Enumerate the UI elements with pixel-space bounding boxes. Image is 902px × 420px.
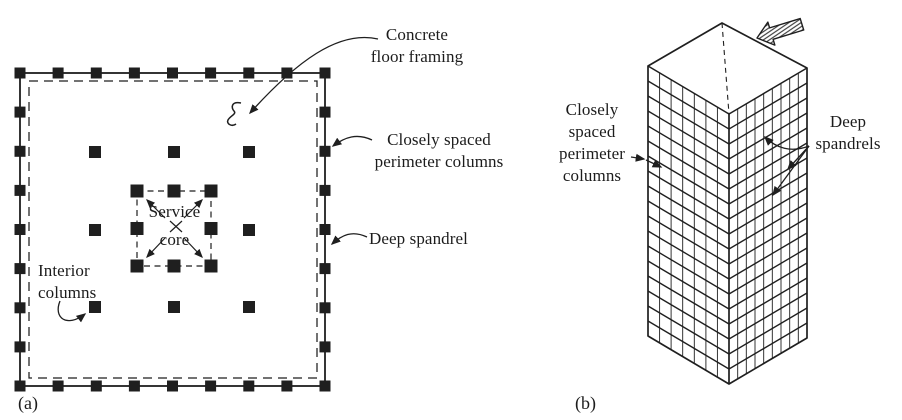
label-closely-spaced-perimeter-b: Closely spaced perimeter columns	[558, 100, 626, 185]
leader-concrete-floor-framing	[249, 36, 379, 115]
label-service-core: Service core	[148, 202, 201, 249]
leader-deep-spandrels-upper	[763, 135, 810, 150]
floor-break-squiggle-icon	[226, 101, 242, 126]
label-closely-spaced-perimeter-a: Closely spaced perimeter columns	[374, 130, 504, 171]
label-concrete-floor-framing: Concrete floor framing	[370, 25, 464, 66]
label-deep-spandrel: Deep spandrel	[369, 229, 469, 248]
core-diagonal-arrows	[146, 199, 203, 258]
leader-perimeter-columns-b-1	[630, 153, 646, 162]
core-center-x-mark	[169, 220, 183, 233]
leader-perimeter-columns-b-2	[645, 159, 663, 168]
core-arrow-bottom-left	[146, 237, 166, 258]
wind-load-arrow-icon	[756, 17, 805, 46]
leader-deep-spandrel	[330, 233, 368, 245]
core-columns	[130, 184, 218, 273]
leader-closely-spaced-perimeter	[331, 135, 373, 147]
plan-leader-lines	[57, 36, 379, 323]
iso-leader-lines	[630, 135, 810, 197]
caption-panel-a: (a)	[18, 393, 38, 413]
caption-panel-b: (b)	[575, 393, 596, 413]
plan-view-drawing	[14, 36, 379, 392]
perimeter-columns	[14, 67, 331, 392]
building-outline	[647, 22, 808, 385]
leader-deep-spandrels-lower	[772, 145, 810, 197]
label-interior-columns: Interior columns	[38, 261, 97, 302]
core-arrow-top-right	[183, 199, 203, 219]
isometric-view-drawing	[630, 17, 810, 385]
leader-interior-columns	[57, 300, 87, 323]
plan-spandrel-dashed-line	[28, 80, 318, 379]
label-deep-spandrels: Deep spandrels	[815, 112, 881, 153]
core-arrow-top-left	[146, 199, 166, 219]
core-arrow-bottom-right	[183, 237, 203, 258]
interior-columns	[89, 146, 255, 313]
facade-grid	[647, 72, 808, 379]
